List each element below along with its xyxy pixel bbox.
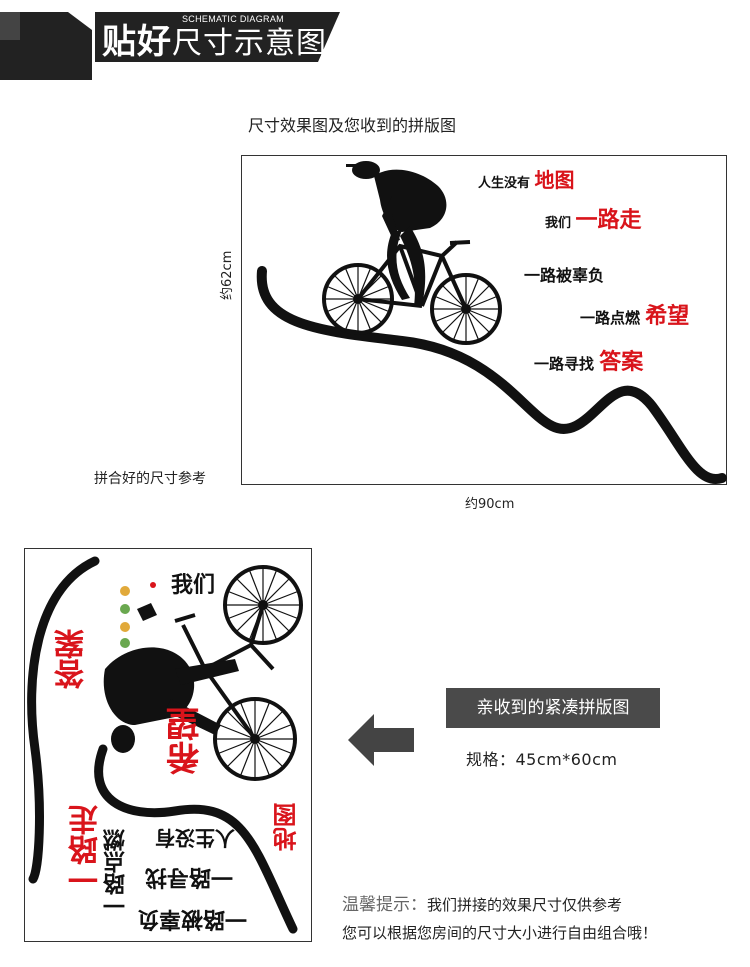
tip-text-1: 我们拼接的效果尺寸仅供参考 bbox=[427, 896, 623, 914]
phrase-5-dark: 一路寻找 bbox=[534, 355, 595, 373]
road-curve bbox=[256, 266, 727, 484]
piece-hope: 希望 bbox=[166, 707, 206, 775]
piece-seek: 一路寻找 bbox=[145, 864, 234, 889]
phrase-5: 一路寻找 答案 bbox=[534, 344, 643, 376]
tip-line-1: 温馨提示：我们拼接的效果尺寸仅供参考 bbox=[342, 890, 622, 915]
sheet-bike-frame bbox=[174, 604, 275, 741]
phrase-2-dark: 我们 bbox=[545, 216, 572, 231]
left-arrow-icon bbox=[348, 714, 414, 766]
phrase-4: 一路点燃 希望 bbox=[580, 298, 689, 330]
header-subtitle: SCHEMATIC DIAGRAM bbox=[182, 14, 284, 24]
phrase-2-red: 一路走 bbox=[575, 208, 642, 233]
height-dimension: 约62cm bbox=[220, 250, 235, 300]
phrase-2: 我们 一路走 bbox=[545, 202, 642, 234]
piece-betrayed: 一路被辜负 bbox=[137, 906, 248, 931]
spec-label: 规格：45cm*60cm bbox=[466, 750, 618, 769]
phrase-1-red: 地图 bbox=[534, 168, 575, 192]
piece-ignite: 一路点燃 bbox=[104, 829, 129, 917]
piece-women: 我们 bbox=[171, 573, 216, 598]
small-stickers bbox=[120, 582, 157, 648]
header-banner bbox=[0, 12, 340, 80]
header-title: 贴好尺寸示意图 bbox=[102, 14, 327, 63]
header-title-light: 尺寸示意图 bbox=[172, 26, 327, 61]
piece-map: 地图 bbox=[273, 803, 301, 851]
phrase-1-dark: 人生没有 bbox=[478, 176, 531, 191]
preview-frame: 人生没有 地图 我们 一路走 一路被辜负 一路点燃 希望 一路寻找 答案 bbox=[241, 155, 727, 485]
sheet-artwork bbox=[27, 556, 303, 934]
sheet-frame: 我们 答案 希望 地图 一路走 一路点燃 人生没有 一路寻找 一路被辜负 bbox=[24, 548, 312, 942]
tip-line-2: 您可以根据您房间的尺寸大小进行自由组合哦！ bbox=[342, 924, 658, 942]
preview-artwork bbox=[256, 161, 727, 484]
phrase-3-dark: 一路被辜负 bbox=[524, 266, 605, 285]
section-caption: 尺寸效果图及您收到的拼版图 bbox=[248, 116, 457, 135]
phrase-4-red: 希望 bbox=[645, 304, 690, 329]
sheet-curve-right bbox=[94, 744, 298, 934]
sheet-rider-silhouette bbox=[103, 647, 239, 753]
tip-lead: 温馨提示： bbox=[342, 895, 427, 915]
rider-silhouette bbox=[346, 161, 447, 306]
phrase-4-dark: 一路点燃 bbox=[580, 309, 641, 327]
assembled-size-label: 拼合好的尺寸参考 bbox=[94, 471, 206, 487]
piece-answer: 答案 bbox=[55, 629, 90, 689]
phrase-3: 一路被辜负 bbox=[524, 262, 604, 286]
piece-no-life: 人生没有 bbox=[155, 826, 235, 850]
width-dimension: 约90cm bbox=[465, 497, 515, 512]
sheet-curve-left bbox=[27, 556, 100, 884]
header-title-bold: 贴好 bbox=[102, 22, 172, 62]
phrase-5-red: 答案 bbox=[599, 350, 644, 375]
phrase-1: 人生没有 地图 bbox=[478, 164, 575, 193]
layout-badge: 亲收到的紧凑拼版图 bbox=[446, 688, 660, 728]
